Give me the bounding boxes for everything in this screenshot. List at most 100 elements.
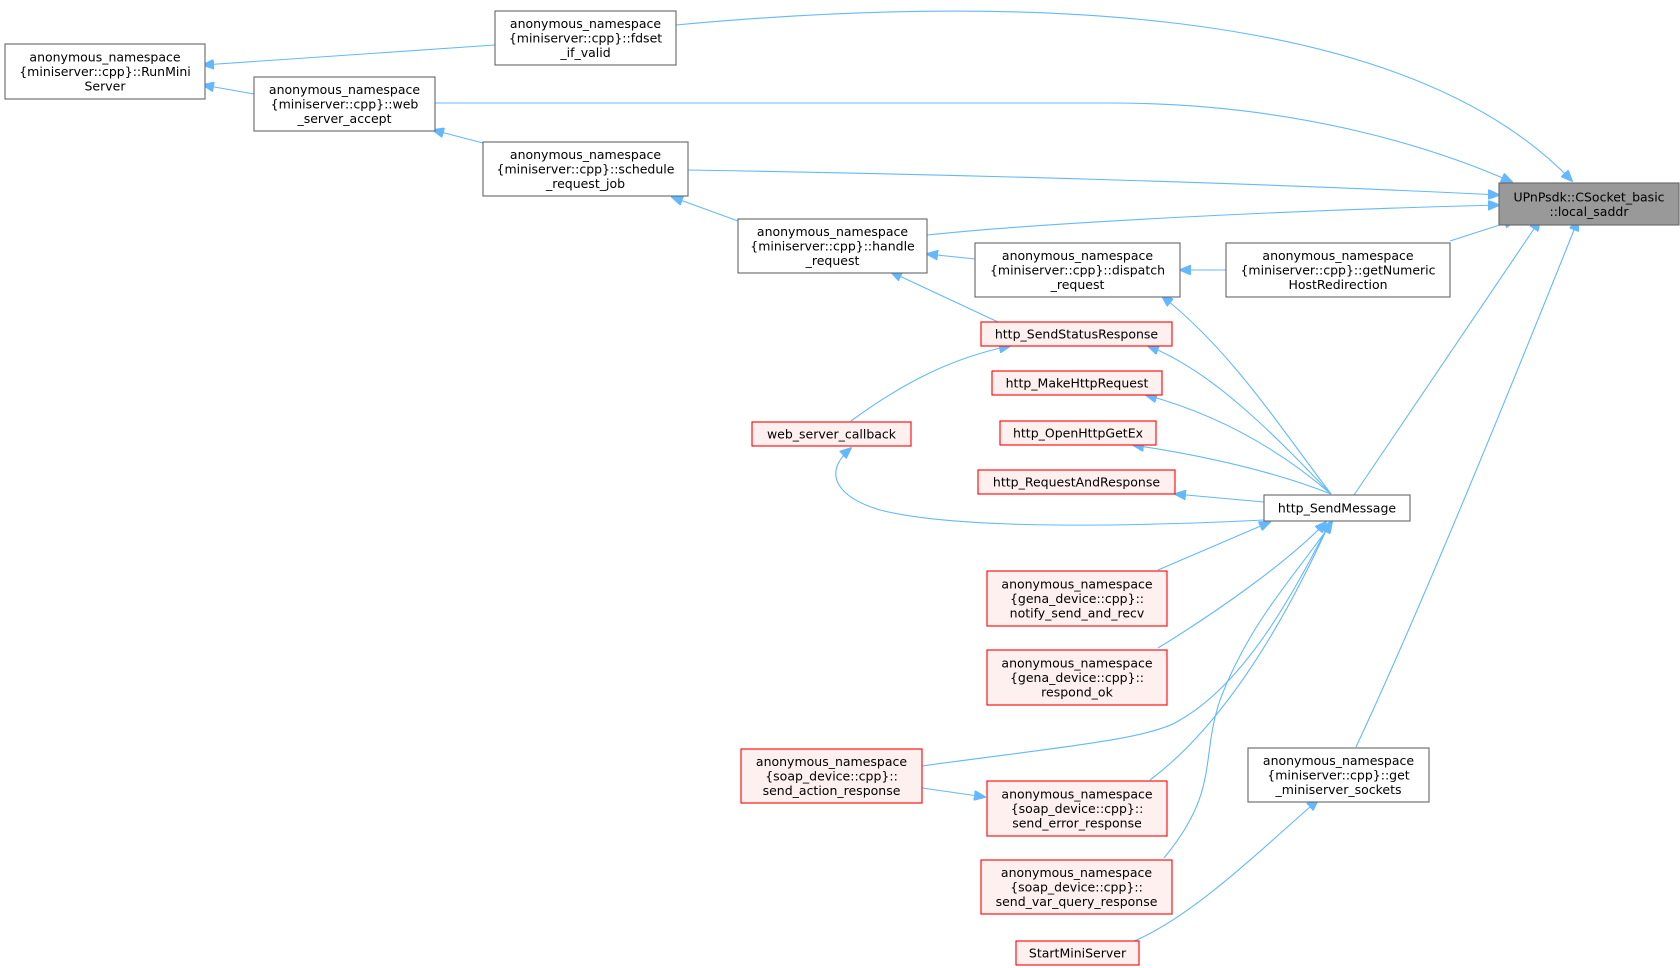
node-http-make-http-request[interactable]: http_MakeHttpRequest xyxy=(991,370,1163,396)
node-label-line: _server_accept xyxy=(296,111,391,126)
node-schedule-request-job[interactable]: anonymous_namespace{miniserver::cpp}::sc… xyxy=(482,141,689,197)
node-box xyxy=(980,321,1173,347)
node-box xyxy=(494,10,677,66)
node-label-line: {miniserver::cpp}::dispatch xyxy=(990,263,1165,278)
edges xyxy=(203,10,1578,945)
node-label-line: {miniserver::cpp}::getNumeric xyxy=(1240,263,1435,278)
node-label-line: send_var_query_response xyxy=(996,894,1158,909)
node-local-saddr[interactable]: UPnPsdk::CSocket_basic::local_saddr xyxy=(1498,182,1680,226)
node-box xyxy=(1263,494,1411,522)
node-box xyxy=(977,469,1176,495)
node-box xyxy=(1247,747,1430,803)
node-label-line: http_SendMessage xyxy=(1278,501,1396,516)
node-label-line: {soap_device::cpp}:: xyxy=(1011,801,1144,816)
node-send-error-response[interactable]: anonymous_namespace{soap_device::cpp}::s… xyxy=(986,780,1168,837)
node-label-line: anonymous_namespace xyxy=(510,147,661,162)
node-label-line: {miniserver::cpp}::schedule xyxy=(497,162,675,177)
node-http-send-message[interactable]: http_SendMessage xyxy=(1263,494,1411,522)
edge-send-action-to-send-error xyxy=(921,787,985,797)
node-respond-ok[interactable]: anonymous_namespace{gena_device::cpp}::r… xyxy=(986,649,1168,706)
edge-http-send-message-to-http-make xyxy=(1146,395,1332,495)
node-box xyxy=(986,570,1168,627)
edge-send-action-to-http-send-message xyxy=(921,522,1330,767)
node-run-miniserver[interactable]: anonymous_namespace{miniserver::cpp}::Ru… xyxy=(4,43,206,100)
edge-http-send-message-to-http-send-status xyxy=(1148,346,1332,495)
edge-http-send-message-to-http-open xyxy=(1133,445,1332,495)
node-label-line: notify_send_and_recv xyxy=(1010,606,1145,621)
node-box xyxy=(974,242,1181,298)
node-box xyxy=(991,370,1163,396)
node-box xyxy=(999,420,1157,446)
node-get-miniserver-sockets[interactable]: anonymous_namespace{miniserver::cpp}::ge… xyxy=(1247,747,1430,803)
edge-start-miniserver-to-get-miniserver-sockets xyxy=(1126,800,1318,945)
node-label-line: _request xyxy=(1050,277,1105,292)
node-label-line: anonymous_namespace xyxy=(1001,865,1152,880)
node-label-line: anonymous_namespace xyxy=(1001,656,1152,671)
node-label-line: _request_job xyxy=(545,176,625,191)
node-label-line: http_MakeHttpRequest xyxy=(1006,376,1149,391)
node-web-server-callback[interactable]: web_server_callback xyxy=(751,421,912,447)
node-start-miniserver[interactable]: StartMiniServer xyxy=(1015,940,1140,966)
edge-send-var-to-http-send-message xyxy=(1163,522,1332,859)
node-label-line: respond_ok xyxy=(1041,685,1113,700)
edge-http-send-message-to-local-saddr xyxy=(1353,220,1540,496)
node-label-line: {gena_device::cpp}:: xyxy=(1010,670,1144,685)
node-label-line: _if_valid xyxy=(559,45,610,60)
nodes: UPnPsdk::CSocket_basic::local_saddr anon… xyxy=(4,10,1680,966)
node-box xyxy=(4,43,206,100)
node-box xyxy=(1015,940,1140,966)
node-label-line: StartMiniServer xyxy=(1029,946,1127,961)
node-label-line: {soap_device::cpp}:: xyxy=(1010,880,1143,895)
edge-web-server-accept-to-local-saddr xyxy=(433,102,1512,182)
node-label-line: anonymous_namespace xyxy=(510,16,661,31)
node-label-line: _request xyxy=(805,253,860,268)
node-send-var-query-response[interactable]: anonymous_namespace{soap_device::cpp}::s… xyxy=(980,859,1173,915)
node-label-line: anonymous_namespace xyxy=(1262,248,1413,263)
node-box xyxy=(751,421,912,447)
node-send-action-response[interactable]: anonymous_namespace{soap_device::cpp}::s… xyxy=(740,748,923,804)
node-get-numeric-host-redirection[interactable]: anonymous_namespace{miniserver::cpp}::ge… xyxy=(1225,242,1451,298)
node-http-request-and-response[interactable]: http_RequestAndResponse xyxy=(977,469,1176,495)
edge-web-server-callback-to-http-send-status xyxy=(850,346,1010,422)
edge-respond-ok-to-http-send-message xyxy=(1157,522,1326,649)
edge-http-send-status-to-handle-request xyxy=(891,272,1014,330)
node-label-line: send_error_response xyxy=(1012,816,1142,831)
node-label-line: anonymous_namespace xyxy=(1001,577,1152,592)
node-label-line: anonymous_namespace xyxy=(756,754,907,769)
edge-get-miniserver-sockets-to-local-saddr xyxy=(1355,220,1578,748)
node-label-line: anonymous_namespace xyxy=(757,224,908,239)
node-label-line: send_action_response xyxy=(763,783,901,798)
node-notify-send-and-recv[interactable]: anonymous_namespace{gena_device::cpp}::n… xyxy=(986,570,1168,627)
node-label-line: anonymous_namespace xyxy=(1263,753,1414,768)
node-dispatch-request[interactable]: anonymous_namespace{miniserver::cpp}::di… xyxy=(974,242,1181,298)
node-label-line: anonymous_namespace xyxy=(1001,787,1152,802)
edge-web-server-accept-to-runminiserver xyxy=(203,85,255,95)
node-label-line: {miniserver::cpp}::RunMini xyxy=(19,64,191,79)
node-box xyxy=(1498,182,1680,226)
node-box xyxy=(737,218,928,274)
node-box xyxy=(980,859,1173,915)
node-web-server-accept[interactable]: anonymous_namespace{miniserver::cpp}::we… xyxy=(253,76,436,132)
edge-fdset-to-local-saddr xyxy=(675,10,1572,181)
node-label-line: web_server_callback xyxy=(767,427,897,442)
node-handle-request[interactable]: anonymous_namespace{miniserver::cpp}::ha… xyxy=(737,218,928,274)
edge-notify-send-to-http-send-message xyxy=(1157,522,1270,571)
node-label-line: anonymous_namespace xyxy=(1002,248,1153,263)
node-box xyxy=(740,748,923,804)
node-http-open-http-get-ex[interactable]: http_OpenHttpGetEx xyxy=(999,420,1157,446)
node-label-line: Server xyxy=(85,79,127,94)
node-label-line: ::local_saddr xyxy=(1550,204,1630,219)
edge-http-send-message-to-http-req-resp xyxy=(1175,494,1265,503)
node-label-line: {miniserver::cpp}::web xyxy=(271,97,419,112)
node-label-line: http_OpenHttpGetEx xyxy=(1013,426,1143,441)
edge-fdset-to-runminiserver xyxy=(203,44,496,65)
node-box xyxy=(482,141,689,197)
edge-http-send-message-to-dispatch-request xyxy=(1162,296,1332,495)
node-label-line: {miniserver::cpp}::handle xyxy=(750,239,915,254)
edge-handle-request-to-local-saddr xyxy=(926,205,1499,236)
node-label-line: {miniserver::cpp}::fdset xyxy=(509,31,662,46)
node-label-line: _miniserver_sockets xyxy=(1274,782,1401,797)
node-http-send-status-response[interactable]: http_SendStatusResponse xyxy=(980,321,1173,347)
node-fdset-if-valid[interactable]: anonymous_namespace{miniserver::cpp}::fd… xyxy=(494,10,677,66)
